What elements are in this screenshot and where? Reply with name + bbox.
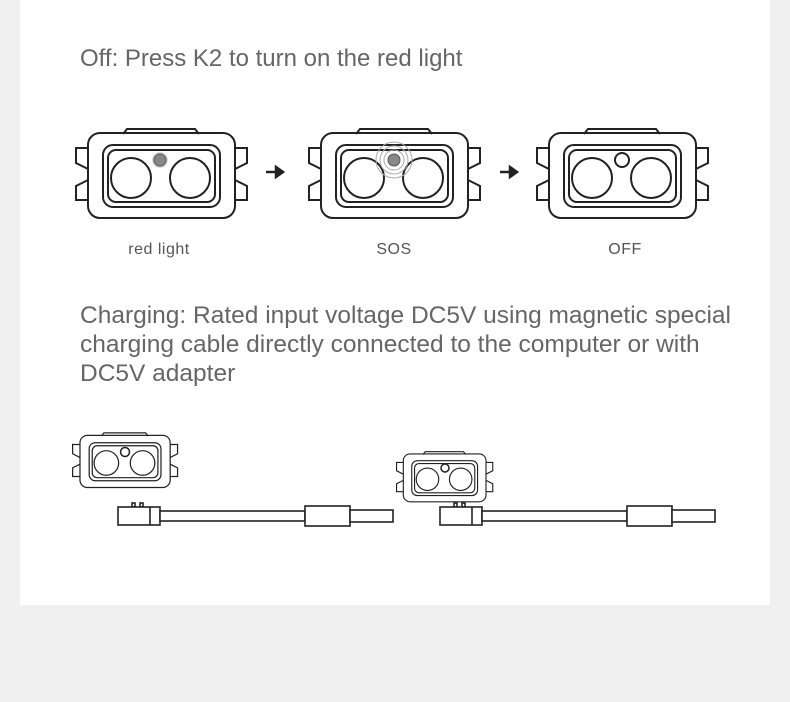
mode-label-red-light: red light [128, 241, 190, 258]
manual-panel [20, 0, 770, 605]
off-instruction: Off: Press K2 to turn on the red light [80, 45, 463, 72]
headlamp-off [536, 128, 709, 219]
headlamp-red-light [75, 128, 248, 219]
charging-instruction: Charging: Rated input voltage DC5V using… [80, 302, 731, 387]
mode-label-sos: SOS [376, 241, 412, 258]
charging-illustration-2 [395, 451, 716, 527]
arrow-icon [266, 164, 286, 180]
headlamp-sos [308, 128, 481, 219]
arrow-icon [500, 164, 520, 180]
charging-illustration-1 [71, 432, 394, 527]
mode-label-off: OFF [608, 241, 642, 258]
